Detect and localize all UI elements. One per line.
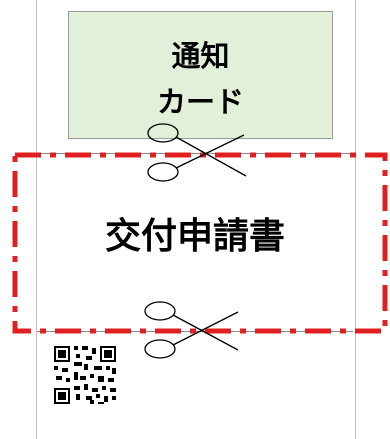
cut-line-top [37,153,353,154]
notification-card-section [68,11,333,139]
application-form-title: 交付申請書 [104,216,285,257]
card-title-line1: 通知 [171,39,230,73]
card-title-line2: カード [156,85,244,119]
